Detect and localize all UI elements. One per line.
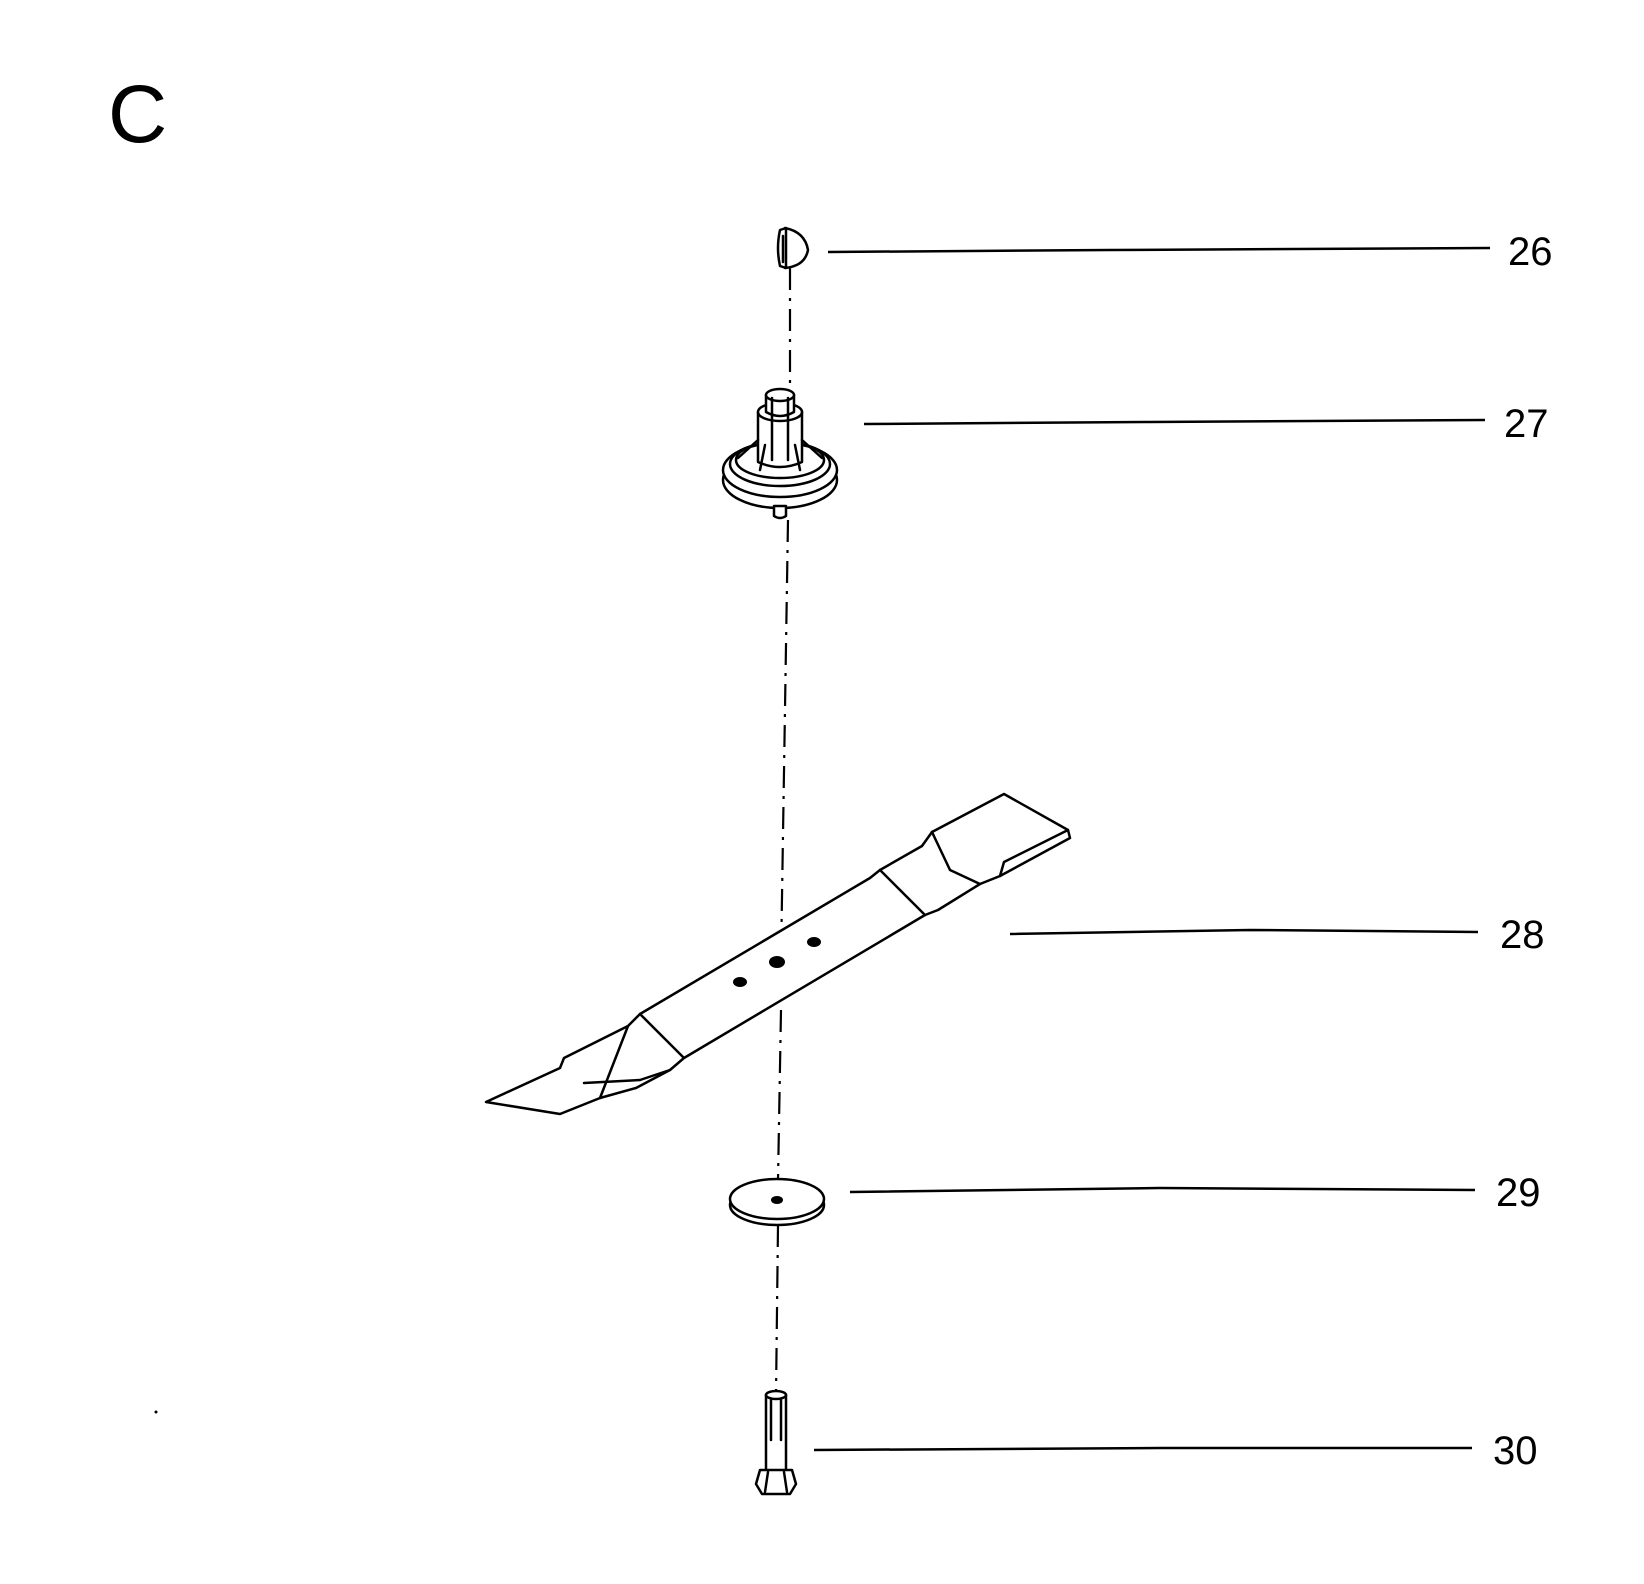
callout-26: 26 (1508, 230, 1553, 274)
leader-line-27 (863, 418, 1486, 426)
leader-line-29 (849, 1186, 1476, 1194)
callout-27: 27 (1504, 402, 1549, 446)
part-27-blade-hub-drawing (721, 387, 839, 520)
callout-29: 29 (1496, 1171, 1541, 1215)
leader-line-28 (1009, 928, 1479, 936)
leader-line-30 (813, 1446, 1472, 1452)
part-28-blade-drawing (484, 792, 1072, 1116)
scan-speck (154, 1410, 158, 1414)
leader-lines (813, 246, 1491, 1452)
section-label: C (108, 69, 167, 160)
part-29-washer-drawing (728, 1177, 826, 1227)
leader-line-26 (827, 246, 1491, 254)
part-30-bolt-drawing (754, 1389, 798, 1496)
callout-28: 28 (1500, 913, 1545, 957)
assembly-axis (774, 268, 792, 1396)
callout-30: 30 (1493, 1429, 1538, 1473)
part-26-key-drawing (776, 226, 810, 270)
